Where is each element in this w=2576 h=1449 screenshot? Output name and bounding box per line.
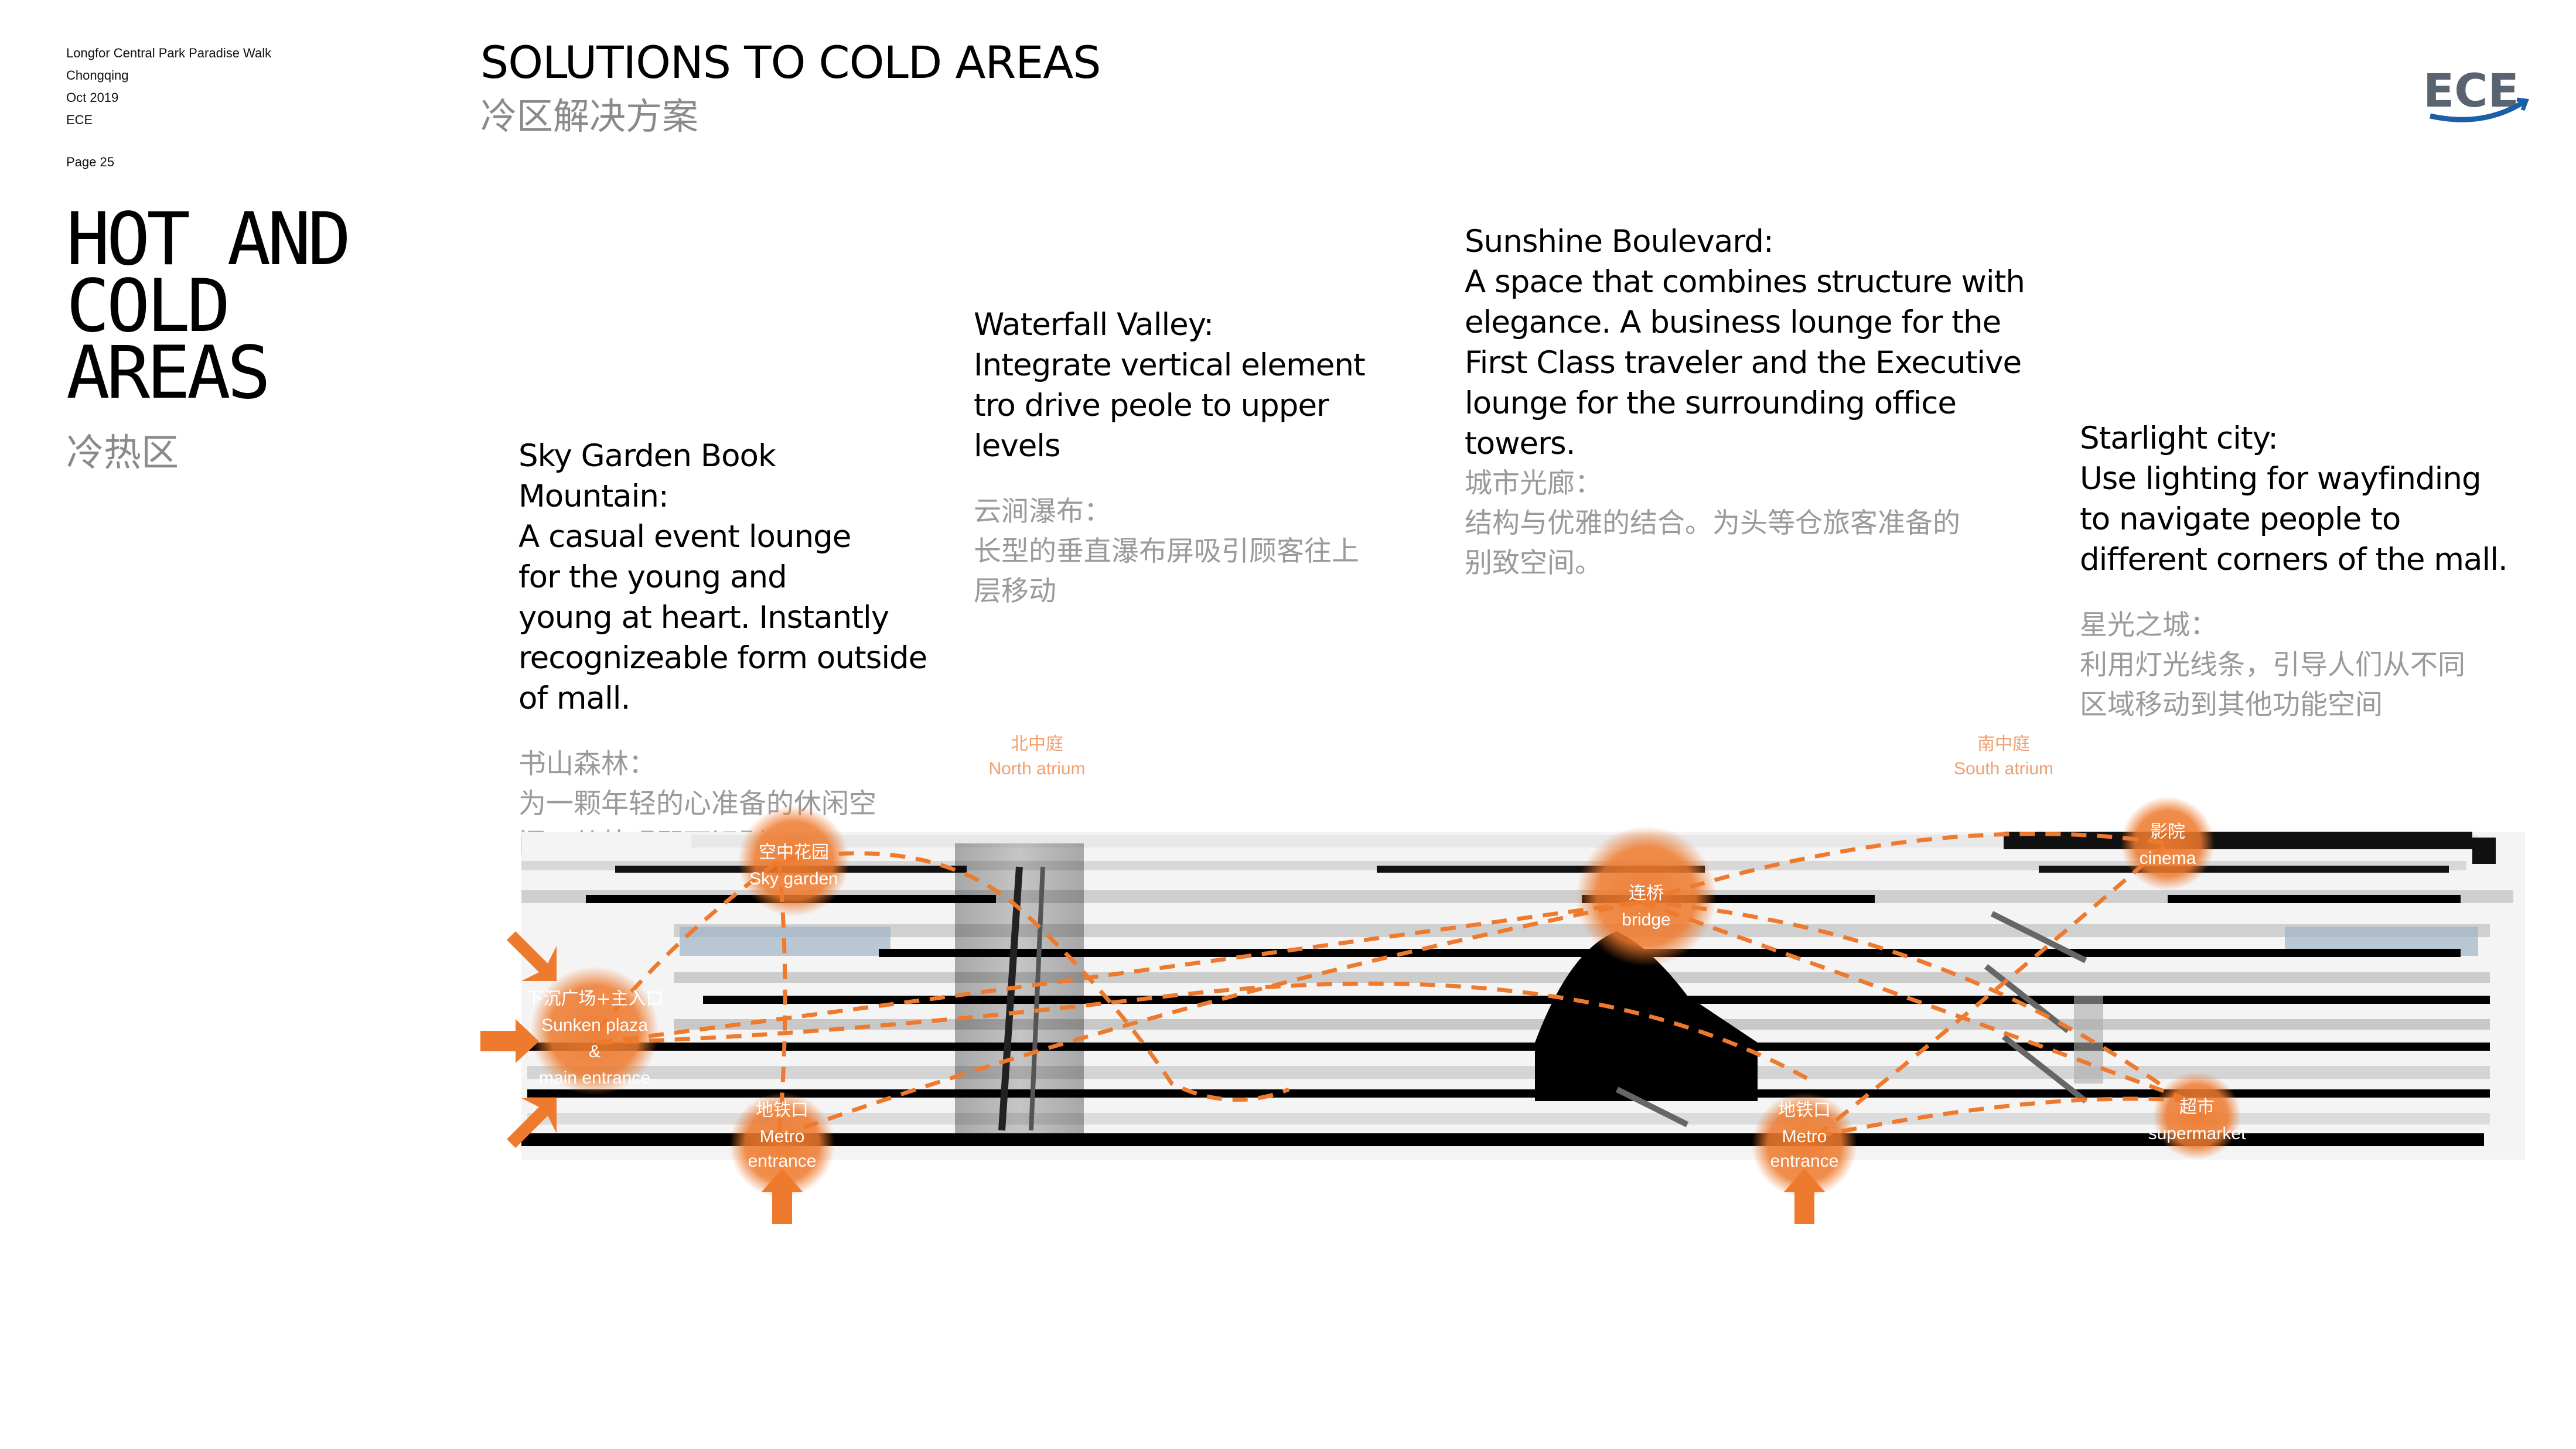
metro-left-node-en1: Metro: [760, 1127, 805, 1146]
sunshine-block: Sunshine Boulevard: A space that combine…: [1465, 221, 2027, 583]
building-section: [521, 832, 2525, 1160]
sky-garden-line: A casual event lounge: [518, 519, 851, 555]
sky-garden-node-cn: 空中花园: [759, 842, 829, 863]
waterfall-cn-line: 层移动: [974, 575, 1056, 607]
sunshine-cn-line: 结构与优雅的结合。为头等仓旅客准备的: [1465, 507, 1960, 539]
north-atrium-label: 北中庭 North atrium: [949, 732, 1125, 781]
logo-text: ECE: [2423, 65, 2519, 118]
sky-garden-node-en: Sky garden: [749, 869, 838, 888]
metro-left-node-en2: entrance: [748, 1151, 817, 1171]
sunshine-cn-heading: 城市光廊：: [1465, 467, 1602, 500]
sky-garden-cn-heading: 书山森林：: [518, 748, 656, 780]
starlight-line: Use lighting for wayfinding: [2080, 461, 2482, 497]
starlight-line: different corners of the mall.: [2080, 542, 2508, 577]
sunken-node-cn: 下沉广场+主入口: [526, 989, 663, 1009]
starlight-block: Starlight city: Use lighting for wayfind…: [2080, 418, 2548, 725]
node-labels: 空中花园 Sky garden 下沉广场+主入口 Sunken plaza & …: [526, 822, 2246, 1171]
arrow-icon: [507, 1098, 557, 1148]
section-title-cn: 冷热区: [66, 432, 179, 475]
supermarket-node-cn: 超市: [2179, 1097, 2215, 1117]
project-meta: Longfor Central Park Paradise Walk Chong…: [66, 42, 271, 173]
page-title: SOLUTIONS TO COLD AREAS: [480, 36, 1101, 88]
section-title-line1: HOT AND: [66, 197, 352, 282]
sky-garden-line: for the young and: [518, 559, 787, 595]
sunken-node-en2: &: [589, 1042, 601, 1061]
project-company: ECE: [66, 112, 93, 127]
sunshine-line: elegance. A business lounge for the: [1465, 305, 2001, 340]
bridge-node-cn: 连桥: [1629, 883, 1664, 904]
north-atrium-cn: 北中庭: [1011, 734, 1063, 754]
cinema-node-cn: 影院: [2150, 822, 2185, 842]
page-title-cn: 冷区解决方案: [480, 95, 699, 138]
metro-right-node-en1: Metro: [1782, 1127, 1827, 1146]
sunshine-cn-line: 别致空间。: [1465, 547, 1602, 579]
waterfall-line: levels: [974, 428, 1061, 464]
entry-arrows: [480, 931, 1825, 1224]
arrow-icon: [507, 931, 557, 981]
waterfall-line: tro drive peole to upper: [974, 388, 1329, 423]
arrow-icon: [762, 1168, 803, 1224]
project-city: Chongqing: [66, 68, 129, 83]
waterfall-cn-line: 长型的垂直瀑布屏吸引顾客往上: [974, 535, 1359, 568]
sunshine-heading: Sunshine Boulevard:: [1465, 224, 1774, 259]
section-title-line3: AREAS: [66, 331, 271, 415]
supermarket-node-en: supermarket: [2148, 1124, 2246, 1143]
waterfall-cn-heading: 云涧瀑布：: [974, 495, 1111, 528]
ece-logo: ECE: [2418, 59, 2530, 129]
south-atrium-label: 南中庭 South atrium: [1916, 732, 2091, 781]
cinema-node-en: cinema: [2140, 849, 2196, 868]
section-title-line2: COLD: [66, 264, 231, 348]
project-name: Longfor Central Park Paradise Walk: [66, 46, 272, 60]
metro-left-node-cn: 地铁口: [756, 1100, 808, 1120]
starlight-cn-heading: 星光之城：: [2080, 609, 2217, 641]
sunshine-line: A space that combines structure with: [1465, 264, 2025, 300]
waterfall-block: Waterfall Valley: Integrate vertical ele…: [974, 305, 1384, 611]
page-number: Page 25: [66, 155, 114, 169]
node-glows: [530, 797, 2241, 1198]
section-title: HOT AND COLD AREAS: [66, 197, 394, 415]
sunken-node-en1: Sunken plaza: [541, 1016, 648, 1035]
waterfall-line: Integrate vertical element: [974, 347, 1366, 383]
sky-garden-line: of mall.: [518, 681, 630, 716]
south-atrium-cn: 南中庭: [1977, 734, 2030, 754]
starlight-heading: Starlight city:: [2080, 421, 2278, 456]
south-atrium-en: South atrium: [1953, 759, 2054, 778]
sky-garden-line: young at heart. Instantly: [518, 600, 889, 635]
sunken-node-en3: main entrance: [539, 1068, 650, 1088]
project-date: Oct 2019: [66, 90, 119, 105]
bridge-node-en: bridge: [1622, 910, 1670, 929]
north-atrium-en: North atrium: [988, 759, 1086, 778]
waterfall-heading: Waterfall Valley:: [974, 307, 1214, 343]
starlight-cn-line: 区域移动到其他功能空间: [2080, 689, 2383, 721]
metro-right-node-cn: 地铁口: [1778, 1100, 1831, 1120]
arrow-icon: [1784, 1168, 1825, 1224]
sunshine-line: First Class traveler and the Executive: [1465, 345, 2022, 381]
metro-right-node-en2: entrance: [1770, 1151, 1839, 1171]
starlight-line: to navigate people to: [2080, 501, 2401, 537]
sky-garden-heading: Sky Garden Book Mountain:: [518, 438, 776, 514]
starlight-cn-line: 利用灯光线条，引导人们从不同: [2080, 649, 2465, 681]
sunshine-line: lounge for the surrounding office: [1465, 385, 1957, 421]
sunshine-line: towers.: [1465, 426, 1575, 462]
arrow-icon: [480, 1019, 539, 1063]
circulation-paths: [596, 832, 2192, 1139]
sky-garden-line: recognizeable form outside: [518, 640, 927, 676]
